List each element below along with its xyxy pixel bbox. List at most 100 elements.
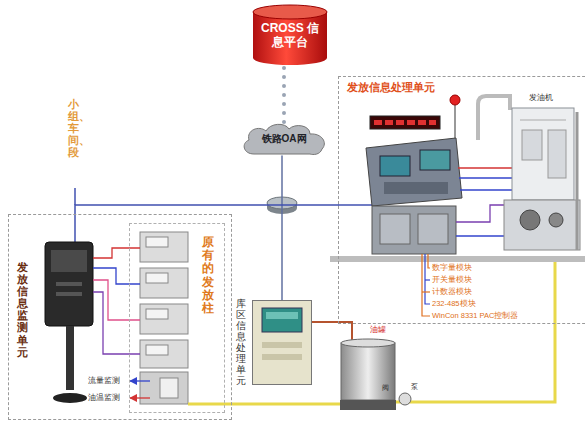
dispenser-panel <box>140 232 188 262</box>
console-wire <box>456 235 504 236</box>
alarm-lamp <box>454 105 456 142</box>
uplink-wire <box>75 188 372 242</box>
dispensing-machine <box>504 200 580 250</box>
pump-valve <box>399 393 411 405</box>
node-label: 铁路OA网 <box>262 133 307 145</box>
monitor-arrow <box>130 397 150 398</box>
dispenser-panel <box>140 232 188 404</box>
annotation-label: WinCon 8331 PAC控制器 <box>432 311 518 320</box>
control-console <box>366 138 462 254</box>
monitor-terminal <box>45 242 93 403</box>
uplink-wire <box>338 204 372 206</box>
monitor-terminal <box>66 326 74 390</box>
dispensing-machine <box>520 120 566 121</box>
signal-wire <box>93 268 140 284</box>
dispenser-panel <box>146 345 168 355</box>
module-wire <box>422 254 430 316</box>
module-wire <box>425 279 430 280</box>
oil-pipe <box>188 403 340 406</box>
vertical-title: 原有的发放柱 <box>202 236 214 315</box>
dispensing-machine <box>520 210 540 230</box>
dispenser-panel <box>140 268 188 298</box>
oil-pipe <box>396 256 555 402</box>
tank-outline <box>340 338 396 410</box>
module-wire <box>428 254 430 268</box>
alarm-lamp <box>450 95 460 142</box>
dispensing-machine <box>478 96 580 250</box>
node-label: 发放信息处理单元 <box>347 81 585 94</box>
vertical-title: 库区信息处理单元 <box>236 298 246 386</box>
led-display <box>370 116 440 129</box>
dispenser-panel <box>146 309 168 319</box>
floor-bar <box>330 256 585 262</box>
control-console <box>418 214 448 244</box>
node-label: 油罐 <box>370 325 426 335</box>
led-display <box>429 120 436 125</box>
console-wire <box>459 177 512 178</box>
dispenser-panel <box>146 237 168 247</box>
module-wire <box>422 254 430 316</box>
alarm-lamp <box>450 95 460 105</box>
group-region: 原有的发放柱 发放信息监测单元 <box>8 214 232 420</box>
led-display <box>374 120 382 125</box>
network-link <box>75 205 338 214</box>
monitor-terminal <box>51 250 87 272</box>
network-link <box>281 156 283 300</box>
uplink-wire <box>74 214 76 242</box>
node-label: CROSS 信息平台 <box>259 21 321 50</box>
monitor-terminal <box>56 282 82 286</box>
oil-pipe <box>188 256 555 404</box>
node-label: 发油机 <box>529 93 585 103</box>
dispenser-panel <box>140 304 188 334</box>
dispensing-machine <box>478 96 510 140</box>
signal-wire <box>93 292 140 354</box>
monitor-terminal <box>45 242 93 326</box>
control-console <box>380 214 410 244</box>
dispensing-machine <box>512 108 574 200</box>
cabinet-outline <box>252 300 312 385</box>
control-console <box>372 206 456 254</box>
monitor-terminal <box>53 393 87 403</box>
network-cloud: 铁路OA网 <box>240 122 328 156</box>
control-console <box>384 182 448 194</box>
network-link <box>282 66 286 122</box>
console-wire <box>458 167 512 168</box>
module-wire <box>425 254 430 304</box>
network-link <box>312 322 352 341</box>
monitor-arrow <box>130 380 150 381</box>
annotation-label: 计数器模块 <box>432 287 472 296</box>
led-display <box>385 120 393 125</box>
floor-bar <box>330 256 585 262</box>
dispenser-panel <box>160 378 178 398</box>
platform-cylinder: CROSS 信息平台 <box>252 4 328 66</box>
led-display <box>396 120 404 125</box>
annotation-label: 泵 <box>411 383 418 391</box>
annotation-label: 油温监测 <box>88 393 120 403</box>
vertical-title: 发放信息监测单元 <box>17 261 28 358</box>
annotation-label: 数字量模块 <box>432 263 472 272</box>
dispensing-machine <box>549 213 563 227</box>
console-wire <box>456 205 504 222</box>
control-console <box>366 138 462 206</box>
annotation-label: 232-485模块 <box>432 299 476 308</box>
monitor-terminal <box>56 292 82 296</box>
monitor-arrow <box>130 381 150 398</box>
control-console <box>380 156 410 176</box>
dispenser-panel <box>146 273 168 283</box>
annotation-label: 流量监测 <box>88 376 120 386</box>
module-wire <box>422 291 430 292</box>
led-display <box>407 120 415 125</box>
signal-wire <box>93 248 140 354</box>
annotation-label: 小组、车间、段 <box>68 98 79 158</box>
dispenser-panel <box>140 372 188 404</box>
uplink-wire <box>74 188 76 205</box>
annotation-label: 阀 <box>382 384 389 392</box>
group-region: 发油机发放信息处理单元 <box>338 76 585 324</box>
annotation-label: 开关量模块 <box>432 275 472 284</box>
dispensing-machine <box>576 112 579 250</box>
group-region: 原有的发放柱 <box>129 223 225 413</box>
signal-wire <box>93 280 140 320</box>
tank-node: 油罐 <box>340 338 396 410</box>
